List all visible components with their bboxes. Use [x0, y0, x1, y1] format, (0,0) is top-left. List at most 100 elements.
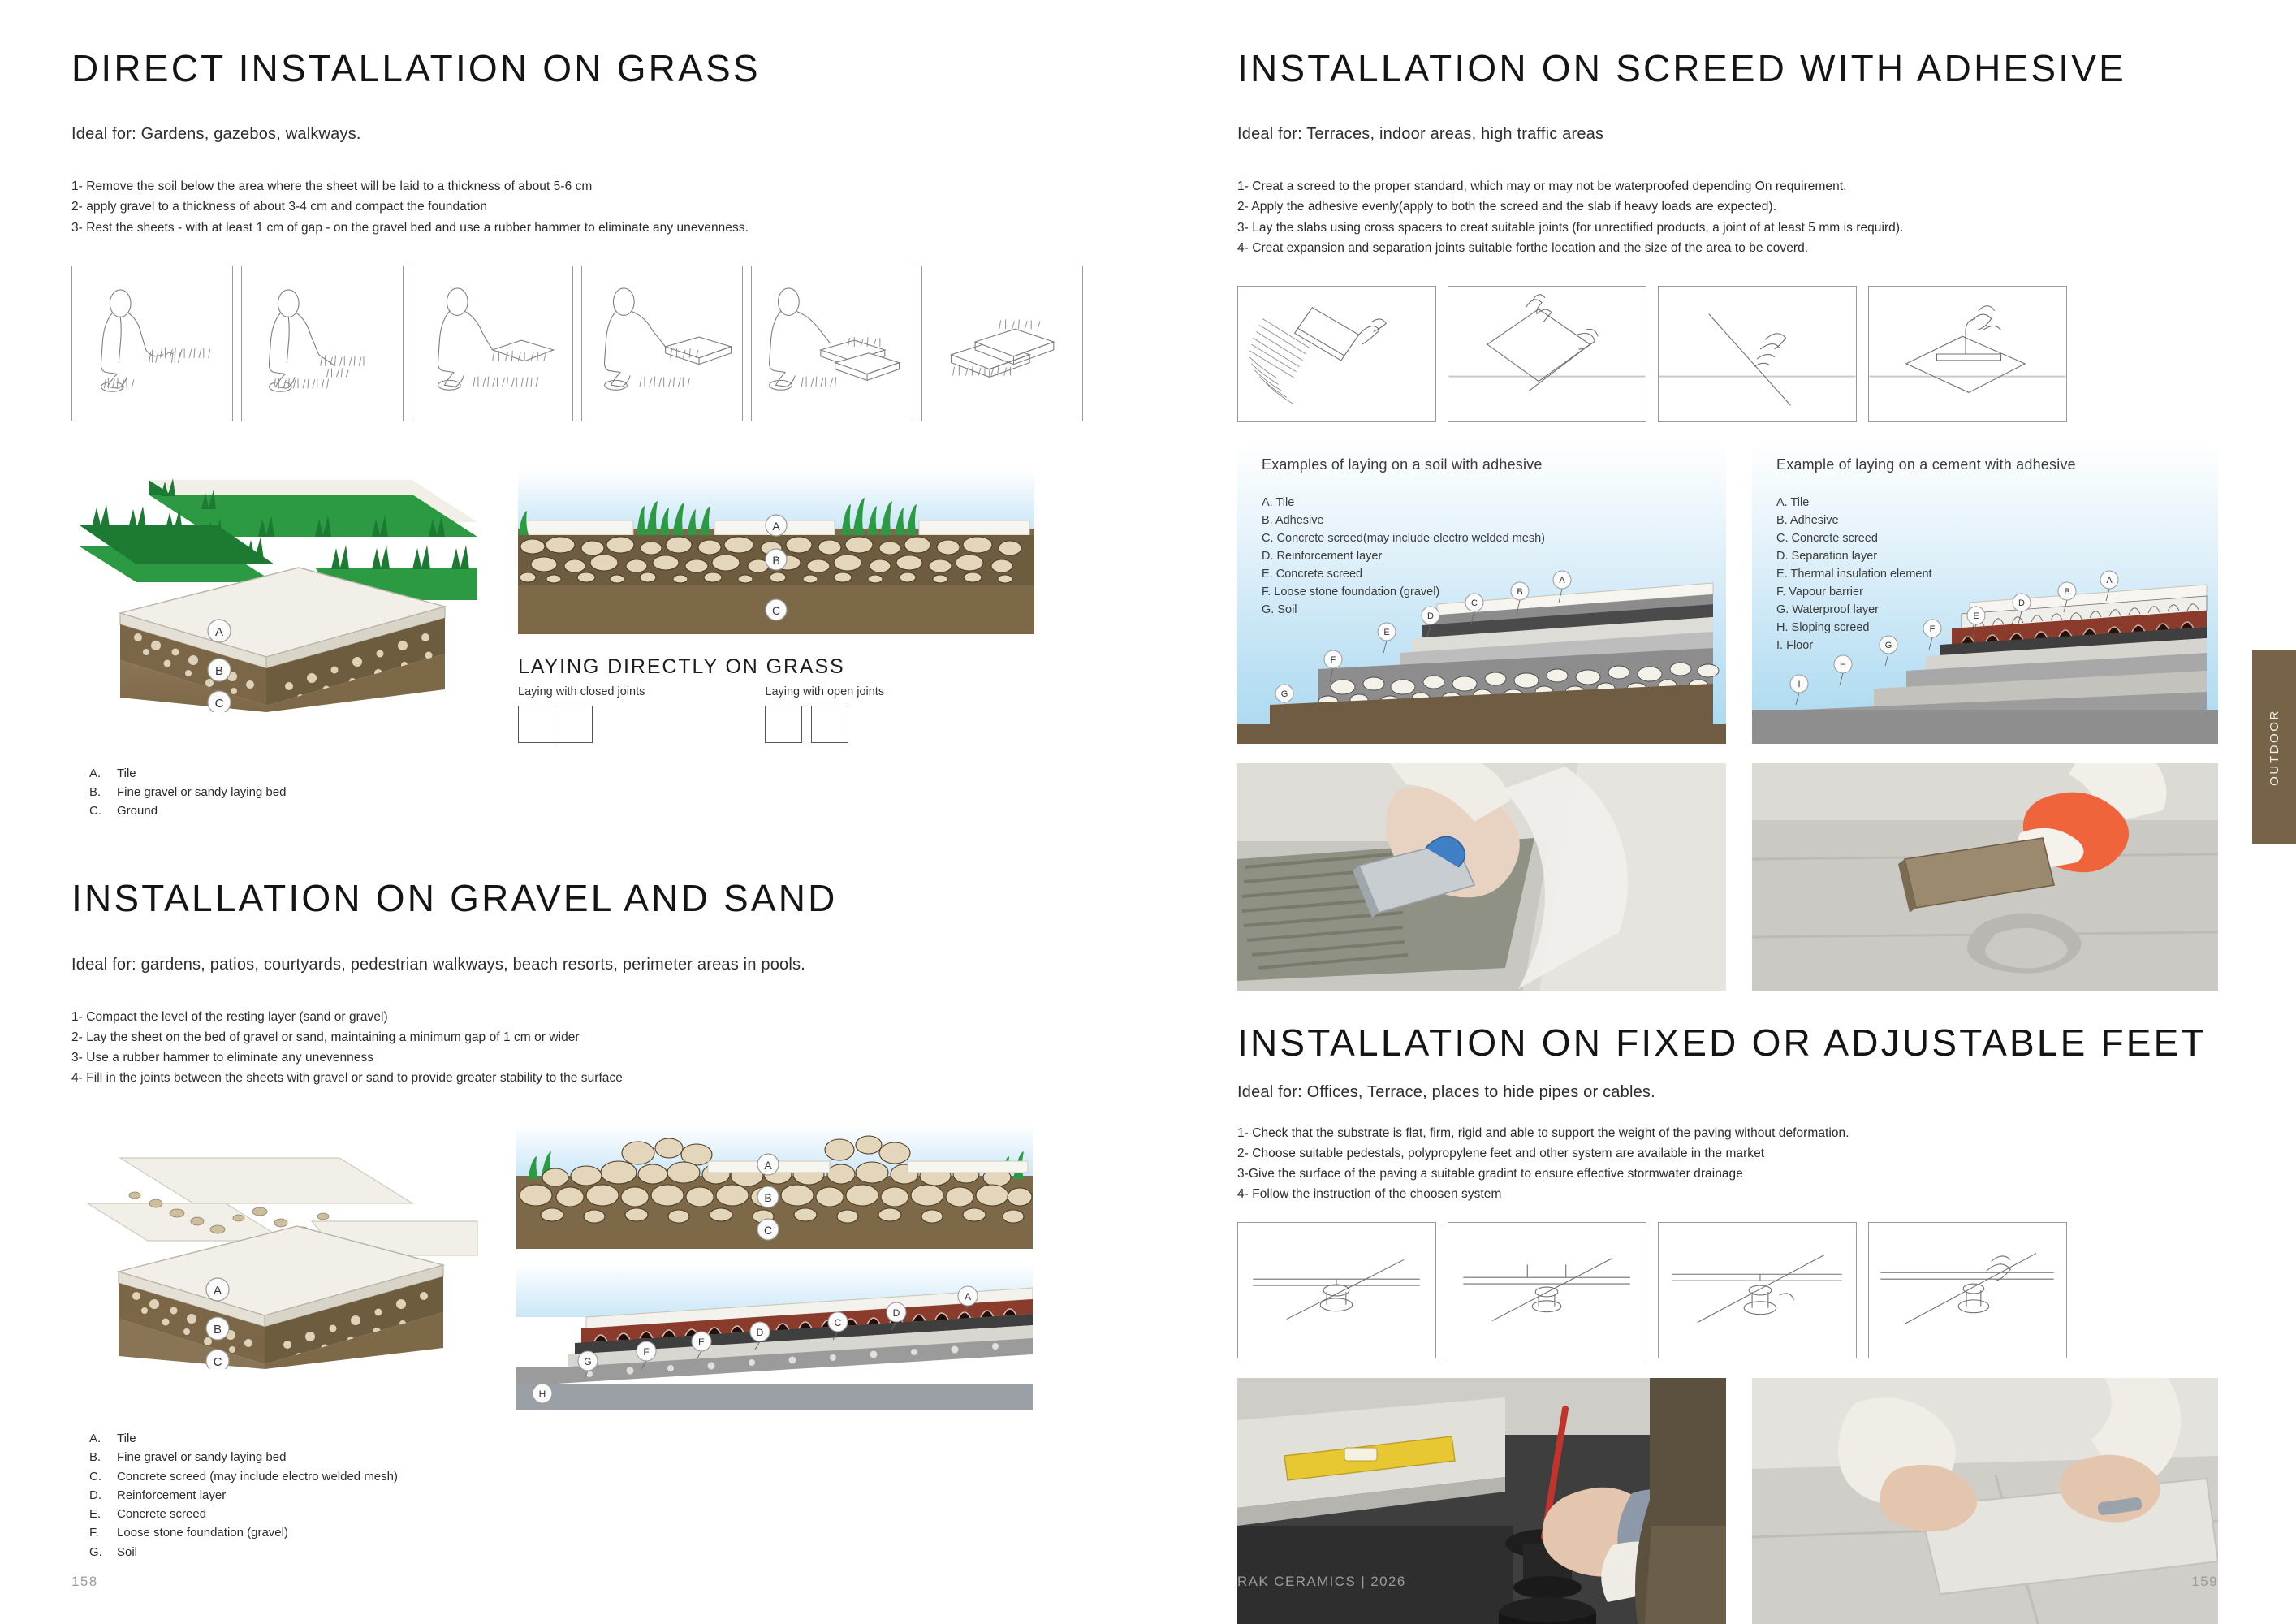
page-title-grass: DIRECT INSTALLATION ON GRASS	[71, 47, 761, 89]
svg-text:C: C	[214, 1355, 222, 1369]
gravel-section-diagram-top: A B C	[516, 1125, 1033, 1250]
legend-text: Fine gravel or sandy laying bed	[117, 784, 287, 799]
legend-row: C. Concrete screed (may include electro …	[89, 1467, 1083, 1486]
legend-key: B.	[89, 1450, 101, 1465]
grass-step: 2- apply gravel to a thickness of about …	[71, 200, 488, 214]
svg-text:C: C	[772, 604, 780, 617]
feet-ideal-for: Ideal for: Offices, Terrace, places to h…	[1237, 1083, 1655, 1102]
legend-key: B.	[89, 784, 101, 799]
grass-step: 1- Remove the soil below the area where …	[71, 179, 593, 194]
gravel-step: 3- Use a rubber hammer to eliminate any …	[71, 1050, 374, 1065]
feet-illustration-strip	[1237, 1222, 2218, 1359]
gravel-legend: A. Tile B. Fine gravel or sandy laying b…	[89, 1429, 1083, 1561]
svg-text:B: B	[2064, 587, 2069, 597]
illustration-panel-pedestal-3	[1658, 1222, 1857, 1359]
legend-text: Tile	[117, 1432, 136, 1446]
illustration-panel-2	[241, 265, 404, 421]
legend-text: Concrete screed	[117, 1507, 207, 1522]
svg-text:D: D	[893, 1307, 900, 1319]
illustration-panel-4	[580, 265, 744, 421]
joint-tile	[555, 705, 593, 743]
legend-line: A. Tile	[1776, 495, 1810, 509]
page-title-gravel: INSTALLATION ON GRAVEL AND SAND	[71, 877, 838, 920]
legend-row: E. Concrete screed	[89, 1505, 1083, 1523]
gravel-isometric-diagram: A B C	[71, 1125, 494, 1410]
cement-example-caption: Example of laying on a cement with adhes…	[1776, 456, 2076, 473]
soil-adhesive-example: Examples of laying on a soil with adhesi…	[1237, 443, 1726, 744]
feet-step: 2- Choose suitable pedestals, polypropyl…	[1237, 1147, 1765, 1161]
grass-steps: 1- Remove the soil below the area where …	[71, 176, 1083, 237]
legend-key: G.	[89, 1544, 102, 1559]
legend-key: C.	[89, 804, 101, 818]
legend-key: A.	[89, 766, 101, 780]
joints-title: LAYING DIRECTLY ON GRASS	[518, 654, 845, 678]
legend-row: B. Fine gravel or sandy laying bed	[89, 1448, 1083, 1466]
screed-step: 4- Creat expansion and separation joints…	[1237, 240, 1809, 255]
legend-row: A. Tile	[89, 1429, 1083, 1448]
page-158: DIRECT INSTALLATION ON GRASS Ideal for: …	[71, 47, 1083, 1589]
legend-text: Loose stone foundation (gravel)	[117, 1526, 288, 1540]
illustration-panel-5	[751, 265, 913, 421]
svg-text:A: A	[2106, 576, 2113, 585]
legend-row: F. Loose stone foundation (gravel)	[89, 1523, 1083, 1542]
legend-text: Tile	[117, 766, 136, 780]
svg-text:A: A	[764, 1159, 772, 1172]
page-title-screed: INSTALLATION ON SCREED WITH ADHESIVE	[1237, 47, 2126, 89]
screed-illustration-strip	[1237, 285, 2218, 422]
outdoor-section-tab[interactable]: OUTDOOR	[2252, 650, 2296, 844]
legend-text: Reinforcement layer	[117, 1488, 227, 1502]
legend-line: I. Floor	[1776, 638, 1814, 652]
svg-text:C: C	[1471, 598, 1478, 608]
legend-key: F.	[89, 1526, 99, 1540]
gravel-steps: 1- Compact the level of the resting laye…	[71, 1007, 1083, 1088]
grass-isometric-diagram: A B C	[71, 468, 494, 743]
svg-text:A: A	[1559, 576, 1565, 585]
legend-row: C. Ground	[89, 801, 1083, 820]
svg-text:B: B	[764, 1191, 771, 1204]
svg-text:G: G	[1885, 641, 1892, 650]
svg-text:A: A	[215, 625, 223, 639]
legend-line: A. Tile	[1262, 495, 1295, 509]
legend-text: Ground	[117, 804, 158, 818]
grass-legend: A. Tile B. Fine gravel or sandy laying b…	[89, 764, 1083, 821]
grass-illustration-strip	[71, 265, 1083, 421]
illustration-panel-float	[1868, 285, 2067, 422]
closed-joints-label: Laying with closed joints	[518, 685, 645, 698]
feet-step: 1- Check that the substrate is flat, fir…	[1237, 1126, 1849, 1141]
legend-line: C. Concrete screed	[1776, 531, 1878, 545]
legend-text: Concrete screed (may include electro wel…	[117, 1469, 398, 1484]
legend-key: A.	[89, 1432, 101, 1446]
svg-text:B: B	[772, 554, 779, 567]
legend-line: D. Separation layer	[1776, 549, 1878, 563]
laying-on-grass-joints: LAYING DIRECTLY ON GRASS Laying with clo…	[518, 655, 1034, 743]
gravel-ideal-for: Ideal for: gardens, patios, courtyards, …	[71, 955, 805, 974]
svg-text:C: C	[835, 1317, 842, 1328]
illustration-panel-3	[411, 265, 573, 421]
svg-text:G: G	[584, 1356, 591, 1367]
svg-text:F: F	[1930, 624, 1936, 634]
open-joints-label: Laying with open joints	[765, 685, 885, 698]
photo-applying-adhesive	[1237, 762, 1726, 991]
illustration-panel-pedestal-2	[1448, 1222, 1646, 1359]
page-title-feet: INSTALLATION ON FIXED OR ADJUSTABLE FEET	[1237, 1021, 2207, 1064]
grass-step: 3- Rest the sheets - with at least 1 cm …	[71, 220, 749, 235]
screed-steps: 1- Creat a screed to the proper standard…	[1237, 176, 2218, 257]
svg-text:B: B	[214, 1323, 222, 1337]
svg-text:B: B	[215, 664, 223, 678]
page-number-left: 158	[71, 1574, 98, 1589]
legend-key: E.	[89, 1507, 101, 1522]
legend-line: G. Soil	[1262, 603, 1297, 616]
soil-example-legend: A. Tile B. Adhesive C. Concrete screed(m…	[1262, 494, 1545, 619]
svg-text:D: D	[2018, 598, 2025, 608]
screed-step: 1- Creat a screed to the proper standard…	[1237, 179, 1847, 194]
photo-floating-adhesive	[1752, 762, 2218, 991]
joint-tile	[811, 705, 849, 743]
legend-line: C. Concrete screed(may include electro w…	[1262, 531, 1545, 545]
illustration-panel-trowel	[1237, 285, 1436, 422]
svg-text:E: E	[698, 1337, 705, 1348]
imprint: RAK CERAMICS | 2026	[1237, 1574, 1406, 1589]
legend-text: Fine gravel or sandy laying bed	[117, 1450, 287, 1465]
legend-line: H. Sloping screed	[1776, 620, 1870, 634]
legend-line: B. Adhesive	[1776, 513, 1839, 527]
